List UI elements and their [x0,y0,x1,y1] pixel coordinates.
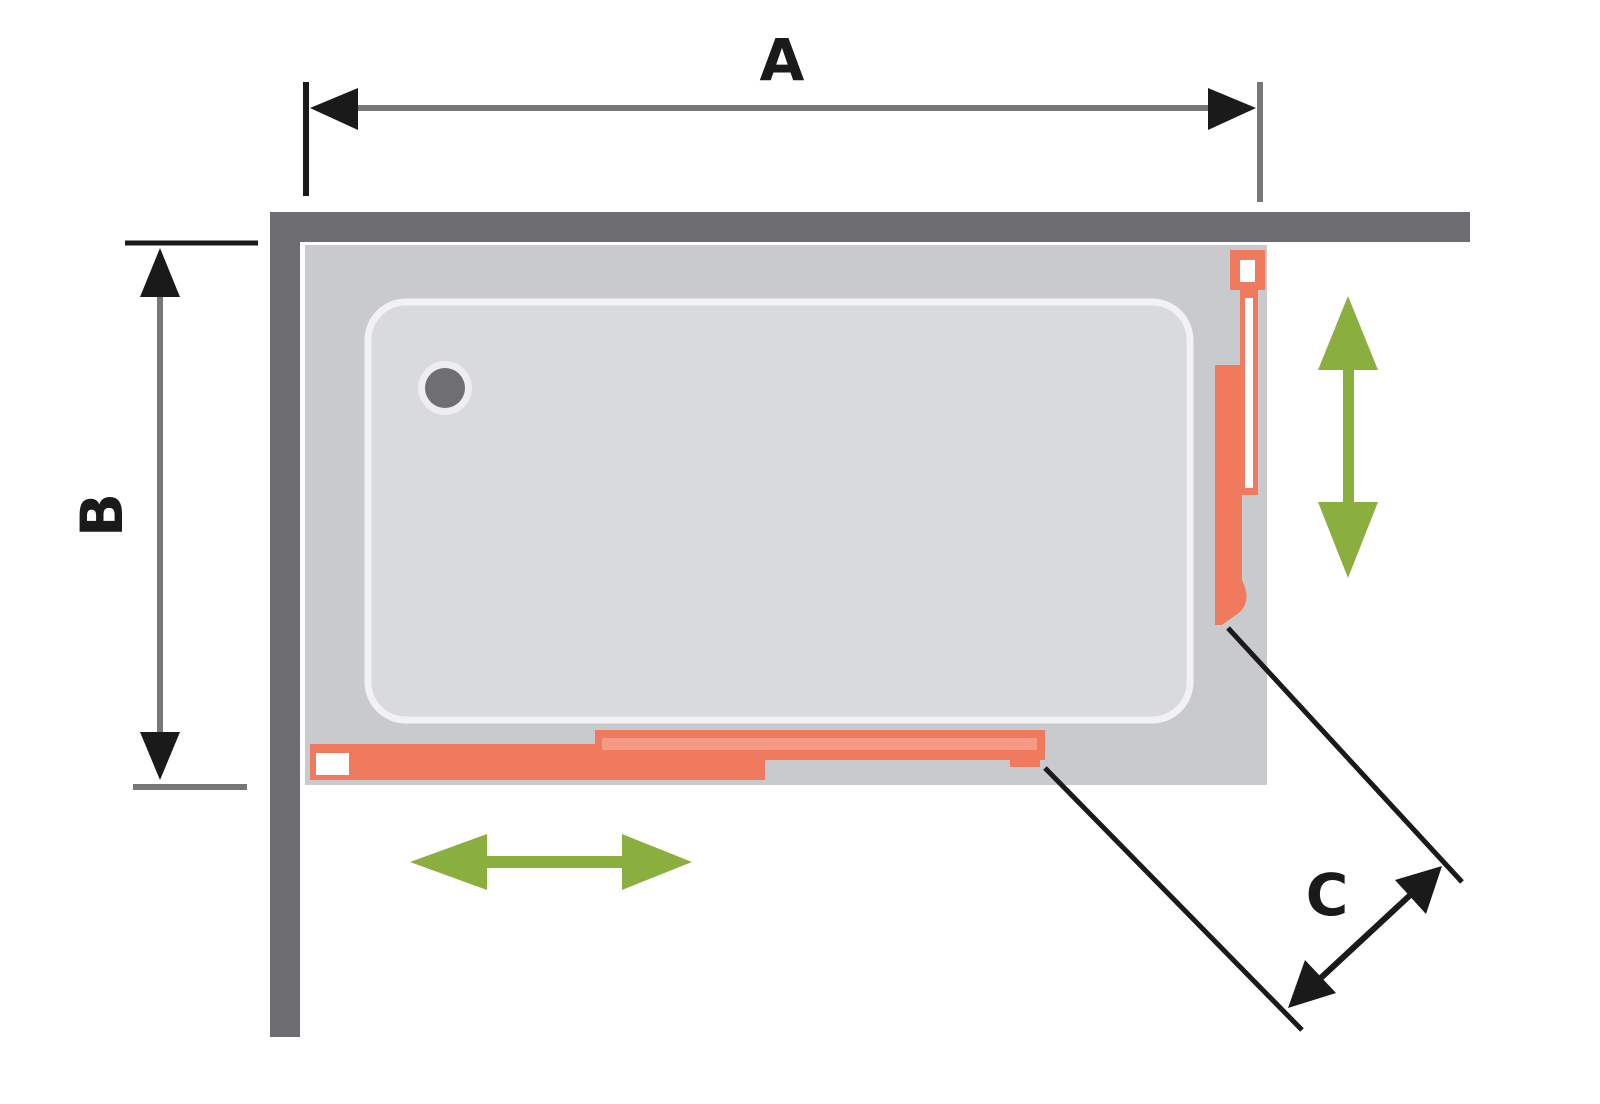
vertical-slide-arrow-icon [1318,296,1378,578]
right-door-swing-line [1226,626,1464,884]
dimension-c-label: C [1306,861,1349,929]
arrow-left-icon [310,88,358,130]
arrow-up-icon [140,248,180,297]
dimension-c [1288,866,1442,1008]
dimension-a [303,82,1263,202]
dimension-a-label: A [760,26,805,94]
back-wall [270,212,1470,242]
horizontal-slide-arrow-icon [410,834,692,890]
arrow-down-left-icon [1288,960,1336,1008]
arrow-up-right-icon [1395,866,1442,914]
front-door-swing-line [1043,766,1304,1032]
drain-hole [425,368,465,408]
tray-basin [364,298,1194,724]
dimension-b [125,240,258,790]
arrow-down-icon [140,732,180,780]
arrow-right-icon [1208,88,1256,130]
dimension-b-label: B [68,493,136,537]
side-wall [270,212,300,1037]
right-door-profile [1215,250,1265,625]
front-door-profile [310,730,1045,780]
